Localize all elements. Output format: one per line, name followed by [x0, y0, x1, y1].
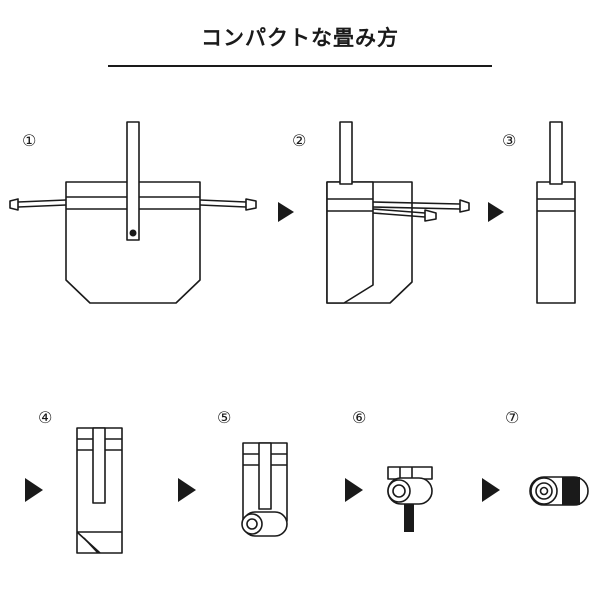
- arrow-4-icon: [25, 478, 43, 502]
- page-title: コンパクトな畳み方: [201, 26, 399, 50]
- arrow-2-icon: [488, 202, 504, 222]
- arrow-6-icon: [345, 478, 363, 502]
- step-2-number: ②: [292, 131, 306, 150]
- arrow-7-icon: [482, 478, 500, 502]
- step-1-number: ①: [22, 131, 36, 150]
- title-underline: [108, 65, 492, 67]
- step-1-open-bag: ①: [9, 121, 257, 304]
- step-6-rolled: ⑥: [352, 408, 433, 532]
- step-5-rolling-start: ⑤: [217, 408, 288, 537]
- step-5-number: ⑤: [217, 408, 231, 427]
- step-3-number: ③: [502, 131, 516, 150]
- step-3-narrow-bag: ③: [502, 121, 576, 304]
- step-4-number: ④: [38, 408, 52, 427]
- step-4-folded-strip: ④: [38, 408, 123, 554]
- step-7-number: ⑦: [505, 408, 519, 427]
- arrow-1-icon: [278, 202, 294, 222]
- step-2-folded-bag: ②: [292, 121, 470, 304]
- arrow-5-icon: [178, 478, 196, 502]
- step-6-number: ⑥: [352, 408, 366, 427]
- step-7-finished-roll: ⑦: [505, 408, 589, 506]
